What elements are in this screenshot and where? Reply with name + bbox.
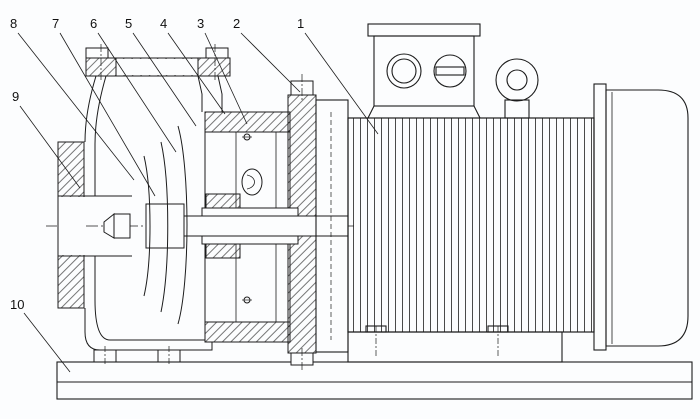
leader-line-3 [204,32,248,125]
leader-line-5 [132,32,197,127]
terminal-gland-left [386,53,422,89]
leader-line-4 [167,32,226,115]
pump-section [57,44,349,370]
callout-label-10: 10 [10,297,24,312]
leader-line-8 [17,32,135,181]
leader-line-6 [97,32,177,153]
shaft-seal [205,193,241,259]
volute-casing [84,75,223,366]
impeller-back-shroud [177,125,188,325]
terminal-gland-right [433,54,467,88]
terminal-box-base [367,105,481,119]
impeller-nut-cap [103,212,115,239]
impeller-front-shroud [143,155,151,297]
leader-line-2 [240,32,301,93]
motor-section [315,23,689,363]
callout-label-3: 3 [197,16,204,31]
terminal-box [367,23,481,119]
impeller-hub [145,203,185,249]
terminal-box-lid [367,23,481,37]
callout-label-8: 8 [10,16,17,31]
callout-label-2: 2 [233,16,240,31]
impeller-blade [160,141,169,313]
callout-label-5: 5 [125,16,132,31]
lifting-eye [495,58,539,119]
baseplate-body [56,361,693,400]
motor-pedestal [347,325,563,363]
callout-label-9: 9 [12,89,19,104]
callouts: 1 2 3 4 5 6 7 8 9 10 [10,16,304,312]
impeller [103,125,188,325]
motor-rear-ring [593,83,607,351]
terminal-gland-slot [435,66,465,76]
lifting-eye-ring-outer [495,58,539,102]
lifting-eye-base [504,99,530,119]
callout-label-4: 4 [160,16,167,31]
baseplate [56,361,693,400]
leader-line-7 [59,32,156,197]
leader-lines [17,32,379,373]
callout-label-7: 7 [52,16,59,31]
suction-flange [57,141,132,309]
logo-emblem [241,168,263,196]
flange-boss-right [205,47,229,59]
leader-line-9 [19,105,81,189]
callout-label-6: 6 [90,16,97,31]
flange-boss-left [85,47,109,59]
impeller-nut [113,213,131,239]
motor-end-housing [605,89,689,347]
motor-body [347,117,595,333]
leader-line-1 [304,32,379,135]
lifting-eye-ring-inner [506,69,528,91]
discharge-flange [85,44,231,82]
leader-line-10 [23,312,71,373]
callout-label-1: 1 [297,16,304,31]
